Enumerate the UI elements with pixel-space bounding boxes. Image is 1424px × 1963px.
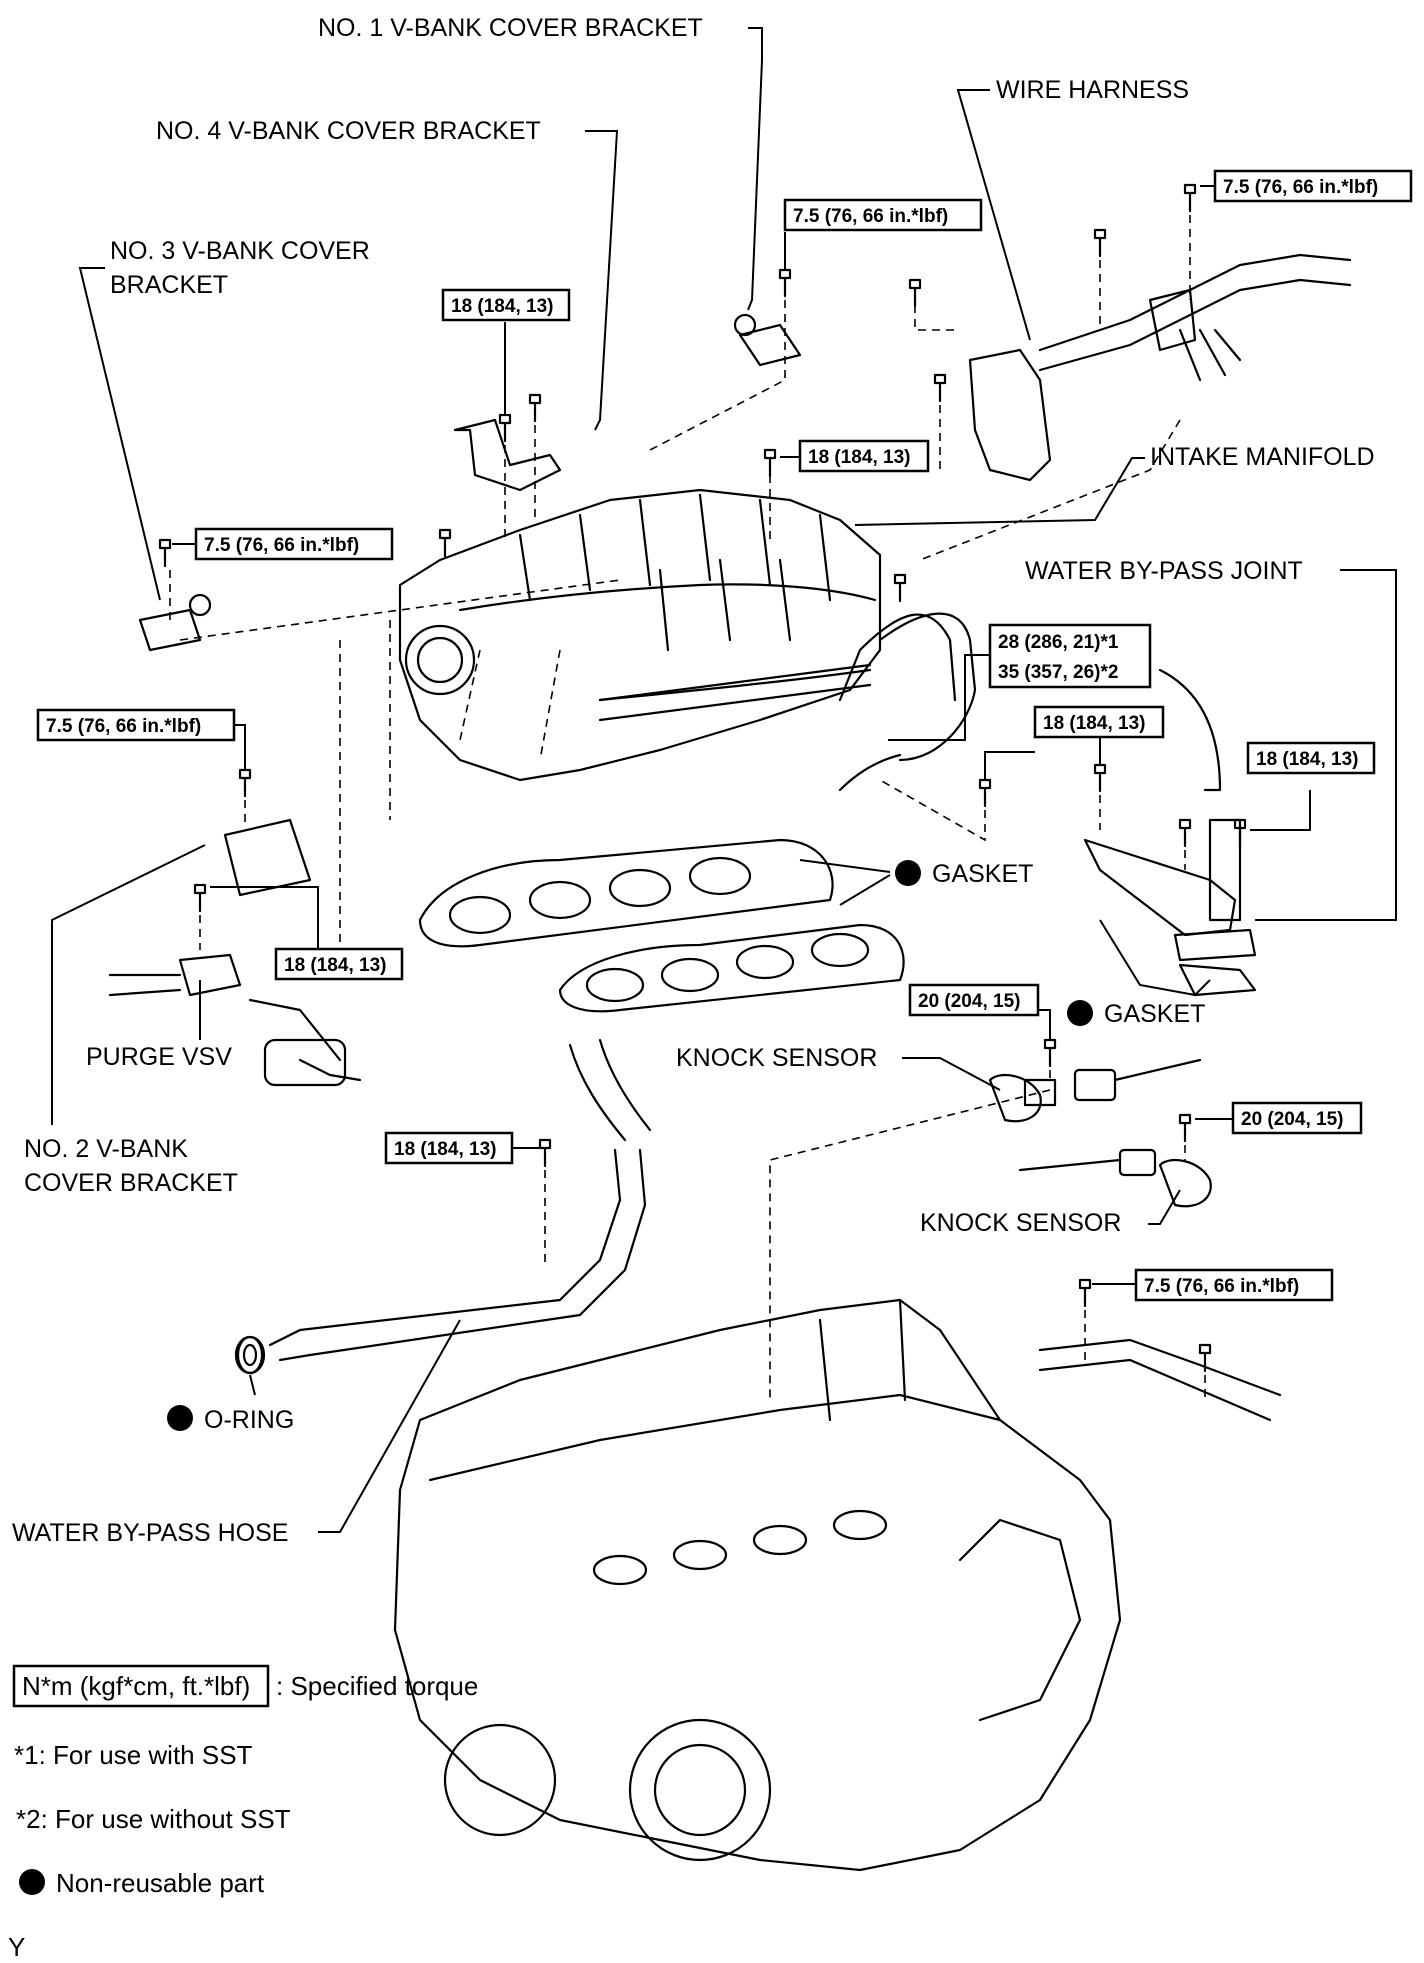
torque-box-t12: 20 (204, 15) xyxy=(1195,1101,1363,1135)
torque-text: 35 (357, 26)*2 xyxy=(998,662,1118,683)
label-knock-sensor-2: KNOCK SENSOR xyxy=(920,1189,1181,1237)
label-no2-bracket: NO. 2 V-BANK COVER BRACKET xyxy=(24,844,238,1197)
torque-box-t8: 18 (184, 13) xyxy=(1033,705,1165,765)
label-text: GASKET xyxy=(932,860,1033,888)
o-ring-drawing xyxy=(236,1335,264,1375)
torque-text: 7.5 (76, 66 in.*lbf) xyxy=(1144,1276,1299,1297)
legend-nonreusable: Non-reusable part xyxy=(56,1868,265,1898)
torque-box-t5: 7.5 (76, 66 in.*lbf) xyxy=(172,527,394,561)
torque-box-t4: 18 (184, 13) xyxy=(780,439,930,473)
legend: N*m (kgf*cm, ft.*lbf) : Specified torque… xyxy=(8,1664,478,1962)
label-knock-sensor-1: KNOCK SENSOR xyxy=(676,1044,1001,1091)
label-no4-bracket: NO. 4 V-BANK COVER BRACKET xyxy=(156,117,619,431)
label-text: NO. 2 V-BANK xyxy=(24,1135,188,1163)
label-text: COVER BRACKET xyxy=(24,1169,238,1197)
legend-torque-box xyxy=(12,1664,270,1708)
label-gasket-lower: GASKET xyxy=(1067,919,1211,1028)
torque-text: 18 (184, 13) xyxy=(1256,749,1358,770)
label-text: BRACKET xyxy=(110,271,228,299)
bolts-drawing xyxy=(158,183,1247,1373)
label-text: WATER BY-PASS JOINT xyxy=(1025,557,1303,585)
torque-text: 18 (184, 13) xyxy=(808,447,910,468)
torque-box-t2: 7.5 (76, 66 in.*lbf) xyxy=(783,198,983,270)
torque-box-t10: 18 (184, 13) xyxy=(210,886,404,981)
torque-box-t14: 7.5 (76, 66 in.*lbf) xyxy=(1092,1268,1334,1302)
legend-torque-unit: N*m (kgf*cm, ft.*lbf) xyxy=(22,1671,250,1701)
label-water-bypass-joint: WATER BY-PASS JOINT xyxy=(1025,557,1397,921)
purge-vsv-drawing xyxy=(108,953,362,1087)
label-o-ring: O-RING xyxy=(167,1374,294,1434)
torque-text: 18 (184, 13) xyxy=(451,296,553,317)
torque-box-t1: 7.5 (76, 66 in.*lbf) xyxy=(1200,169,1413,203)
water-bypass-joint-drawing xyxy=(1083,668,1257,997)
torque-box-t9: 18 (184, 13) xyxy=(984,741,1376,831)
intake-manifold-drawing xyxy=(398,488,957,782)
torque-box-t3: 18 (184, 13) xyxy=(441,288,571,415)
nonreusable-mark xyxy=(1067,1000,1093,1026)
label-text: NO. 1 V-BANK COVER BRACKET xyxy=(318,14,703,42)
label-intake-manifold: INTAKE MANIFOLD xyxy=(854,443,1375,526)
legend-note-1: *1: For use with SST xyxy=(14,1740,253,1770)
torque-box-t6: 28 (286, 21)*1 35 (357, 26)*2 xyxy=(888,623,1152,741)
fuel-delivery-pipe-drawing xyxy=(598,612,977,792)
label-text: KNOCK SENSOR xyxy=(676,1044,877,1072)
label-no3-bracket: NO. 3 V-BANK COVER BRACKET xyxy=(78,237,370,601)
torque-text: 18 (184, 13) xyxy=(1043,713,1145,734)
legend-note-2: *2: For use without SST xyxy=(16,1804,291,1834)
torque-box-t13: 18 (184, 13) xyxy=(384,1131,540,1165)
torque-box-t11: 20 (204, 15) xyxy=(908,983,1051,1040)
water-bypass-hose-drawing xyxy=(234,1038,652,1375)
label-no1-bracket: NO. 1 V-BANK COVER BRACKET xyxy=(318,14,763,311)
label-text: NO. 3 V-BANK COVER xyxy=(110,237,370,265)
engine-block-drawing xyxy=(393,1298,1282,1872)
label-text: WIRE HARNESS xyxy=(996,76,1189,104)
torque-text: 7.5 (76, 66 in.*lbf) xyxy=(1223,177,1378,198)
torque-text: 18 (184, 13) xyxy=(284,955,386,976)
wire-harness-drawing xyxy=(968,253,1352,482)
label-text: GASKET xyxy=(1104,1000,1205,1028)
torque-text: 7.5 (76, 66 in.*lbf) xyxy=(46,716,201,737)
knock-sensor-drawing xyxy=(988,1058,1212,1208)
torque-text: 20 (204, 15) xyxy=(1241,1109,1343,1130)
label-text: KNOCK SENSOR xyxy=(920,1209,1121,1237)
torque-text: 28 (286, 21)*1 xyxy=(998,632,1119,653)
torque-box-t7: 7.5 (76, 66 in.*lbf) xyxy=(36,708,246,770)
label-text: O-RING xyxy=(204,1406,294,1434)
torque-text: 7.5 (76, 66 in.*lbf) xyxy=(204,535,359,556)
torque-text: 20 (204, 15) xyxy=(918,991,1020,1012)
gaskets-drawing xyxy=(418,838,905,1013)
label-gasket-upper: GASKET xyxy=(799,859,1033,906)
label-text: INTAKE MANIFOLD xyxy=(1150,443,1375,471)
corner-mark: Y xyxy=(8,1932,25,1962)
label-purge-vsv: PURGE VSV xyxy=(86,980,232,1071)
label-text: NO. 4 V-BANK COVER BRACKET xyxy=(156,117,541,145)
label-wire-harness: WIRE HARNESS xyxy=(956,76,1189,341)
label-text: WATER BY-PASS HOSE xyxy=(12,1519,288,1547)
label-water-bypass-hose: WATER BY-PASS HOSE xyxy=(12,1319,461,1547)
torque-text: 18 (184, 13) xyxy=(394,1139,496,1160)
torque-text: 7.5 (76, 66 in.*lbf) xyxy=(793,206,948,227)
nonreusable-mark xyxy=(167,1405,193,1431)
label-text: PURGE VSV xyxy=(86,1043,232,1071)
alignment-lines xyxy=(169,215,1241,1400)
legend-torque-desc: : Specified torque xyxy=(276,1671,478,1701)
nonreusable-mark xyxy=(19,1869,45,1895)
brackets-drawing xyxy=(138,313,802,897)
nonreusable-mark xyxy=(895,860,921,886)
